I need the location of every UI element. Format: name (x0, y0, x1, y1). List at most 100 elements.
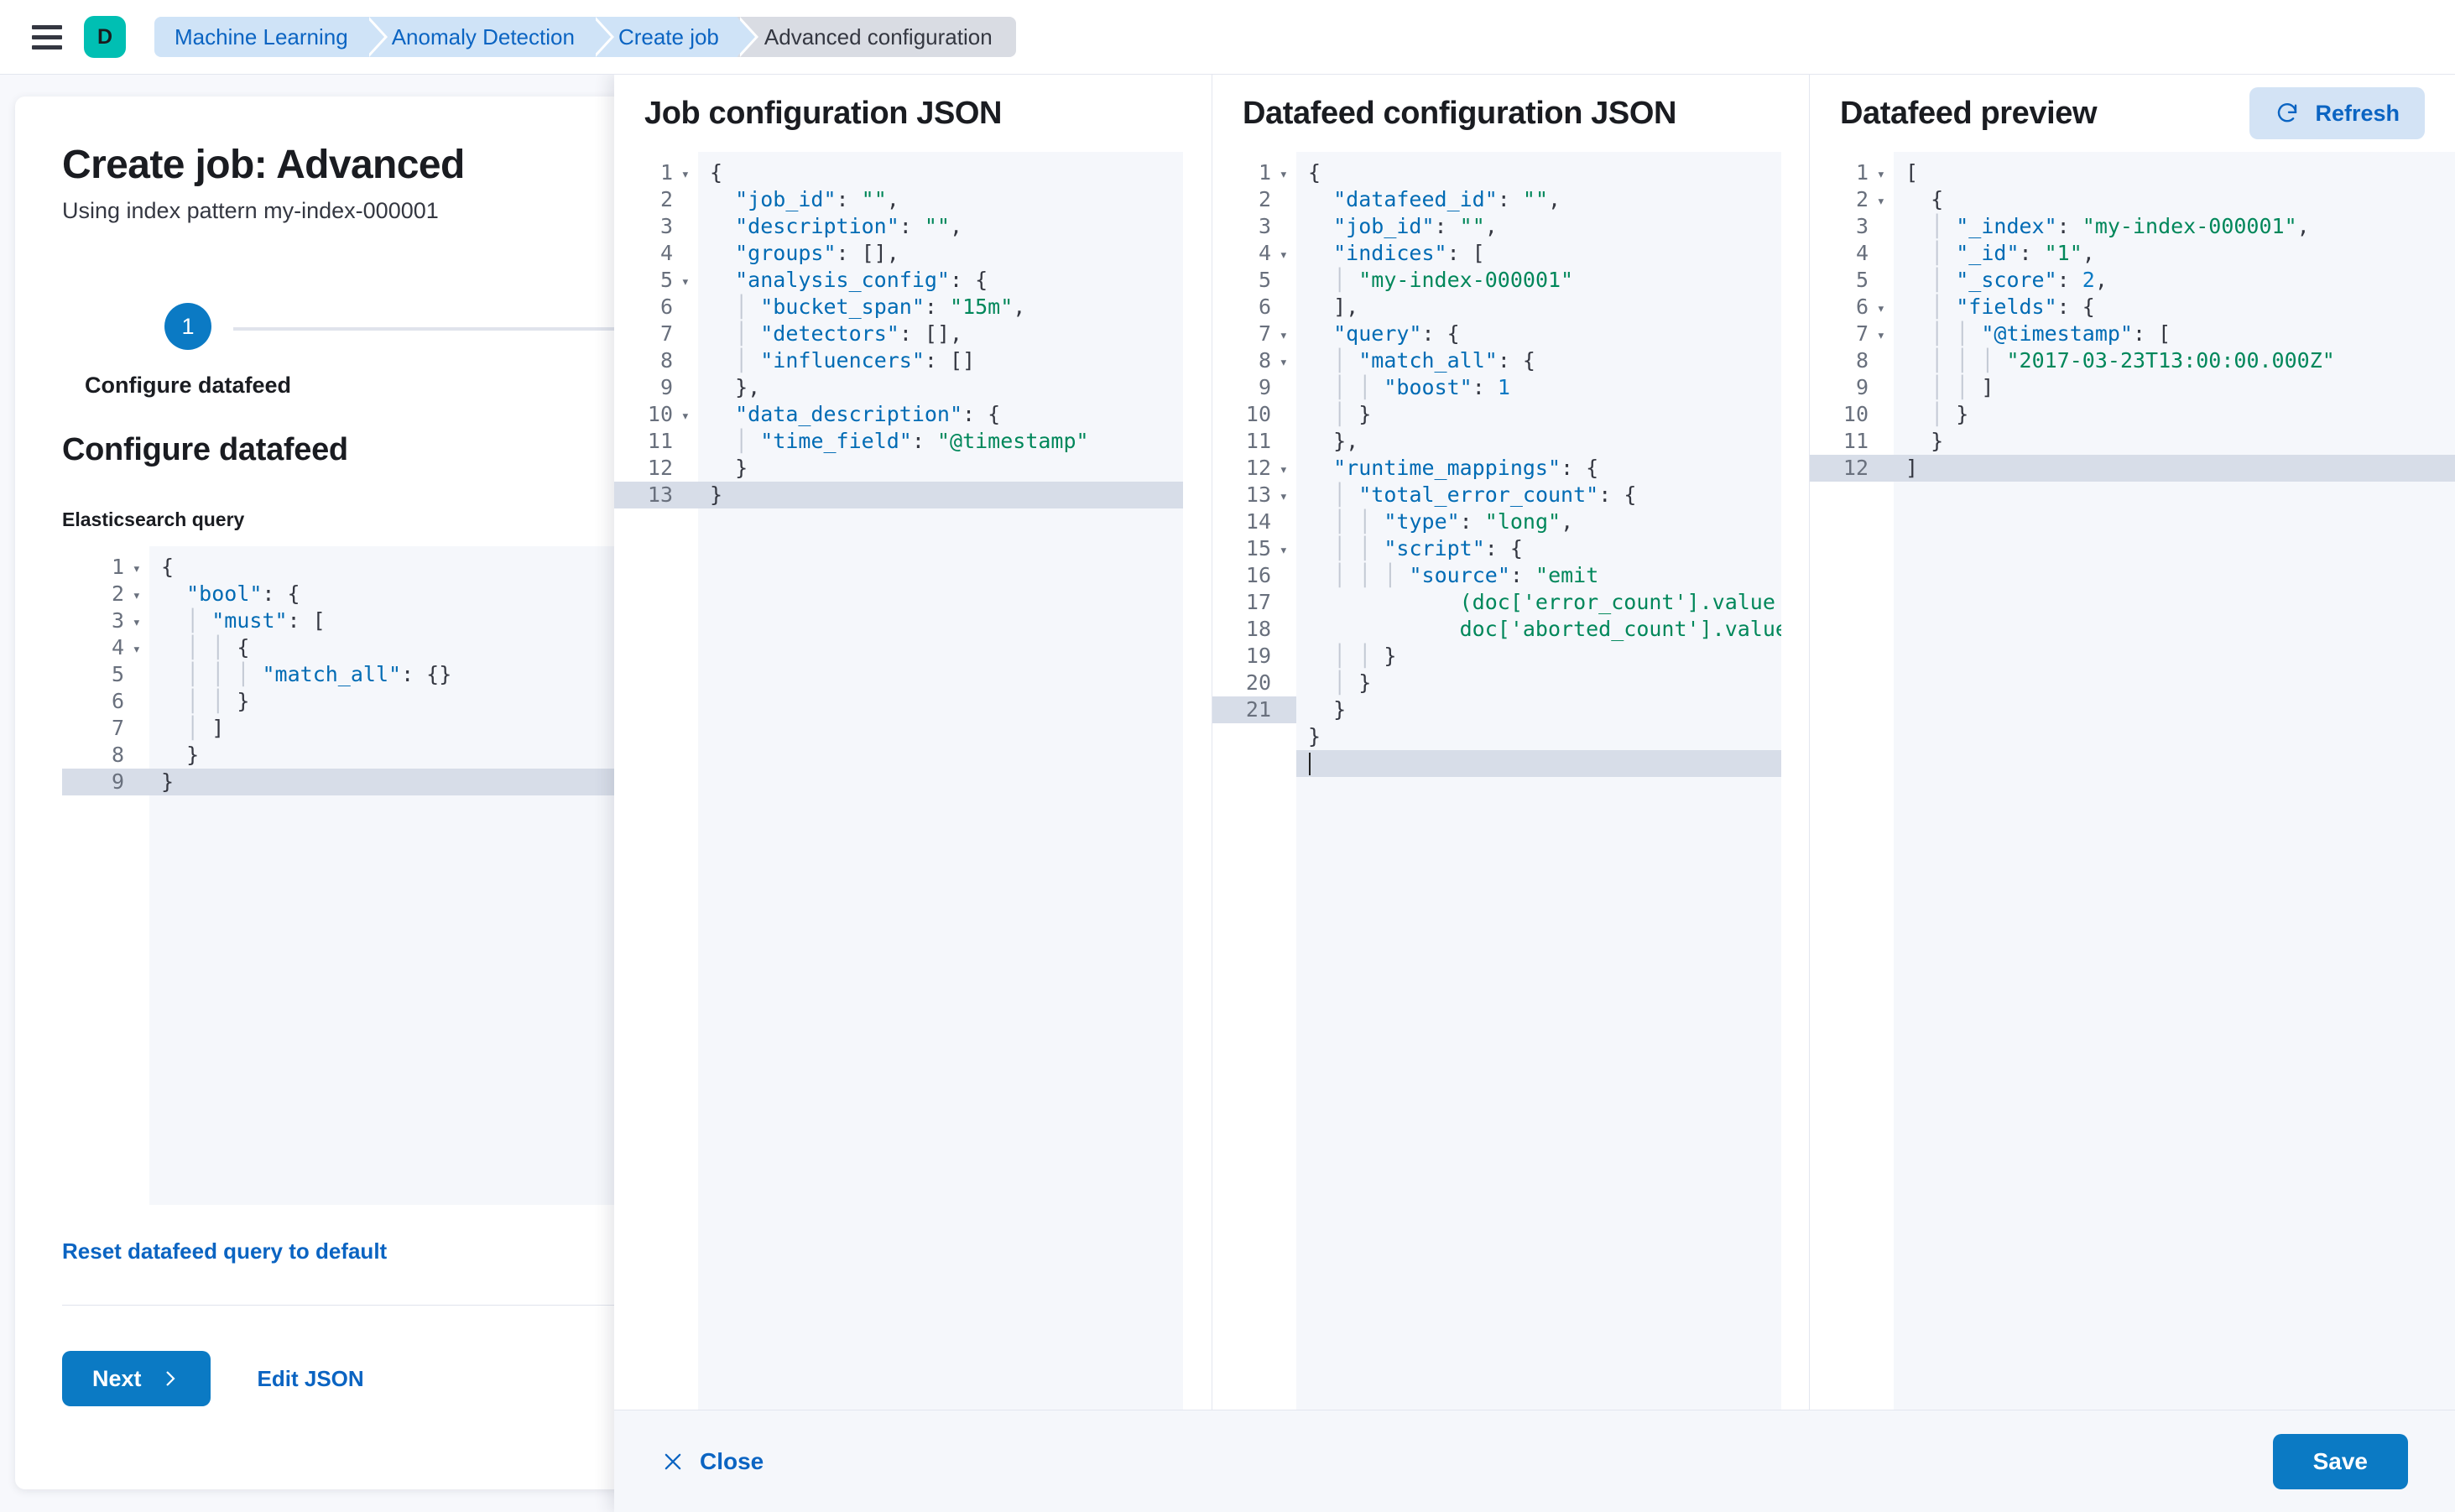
breadcrumb-item-anomaly-detection[interactable]: Anomaly Detection (366, 17, 615, 57)
editor-line: │ │ "boost": 1 (1333, 375, 1510, 399)
editor-code-area[interactable]: { "bool": { │ "must": [ │ │ { │ │ │ "mat… (149, 546, 633, 1205)
fold-arrow-icon[interactable]: ▾ (132, 560, 141, 577)
fold-arrow-icon[interactable]: ▾ (132, 641, 141, 658)
editor-line-number: 8 (111, 743, 124, 767)
reset-datafeed-query-link[interactable]: Reset datafeed query to default (62, 1238, 388, 1264)
fold-arrow-icon[interactable]: ▾ (1279, 247, 1288, 263)
editor-line-number: 1▾ (614, 159, 698, 186)
fold-arrow-icon[interactable]: ▾ (132, 587, 141, 604)
editor-line: "query": { (1333, 321, 1460, 346)
editor-line-number: 14 (1245, 509, 1271, 534)
refresh-icon (2275, 101, 2300, 126)
editor-line: │ │ } (186, 689, 250, 713)
fold-arrow-icon[interactable]: ▾ (1279, 461, 1288, 478)
fold-arrow-icon[interactable]: ▾ (1876, 166, 1885, 183)
fold-arrow-icon[interactable]: ▾ (680, 274, 690, 290)
editor-line: "description": "", (735, 214, 963, 238)
editor-line-number: 4▾ (62, 634, 149, 661)
editor-line: "data_description": { (735, 402, 1001, 426)
datafeed-preview-title: Datafeed preview (1840, 95, 2098, 131)
editor-line-number: 3▾ (62, 607, 149, 634)
editor-line-number: 12▾ (1212, 455, 1296, 482)
editor-line-number: 9 (1258, 375, 1271, 399)
fold-arrow-icon[interactable]: ▾ (1279, 354, 1288, 371)
fold-arrow-icon[interactable]: ▾ (132, 614, 141, 631)
editor-line-number: 1▾ (62, 554, 149, 581)
job-configuration-header: Job configuration JSON (614, 75, 1212, 152)
editor-line-number: 19 (1245, 644, 1271, 668)
editor-line-number: 4 (659, 241, 673, 265)
hamburger-icon[interactable] (29, 18, 65, 55)
editor-line: │ "_index": "my-index-000001", (1931, 214, 2310, 238)
editor-line-number: 11 (647, 429, 673, 453)
datafeed-configuration-header: Datafeed configuration JSON (1212, 75, 1809, 152)
close-button[interactable]: Close (661, 1448, 764, 1475)
editor-line-number: 11 (1245, 429, 1271, 453)
fold-arrow-icon[interactable]: ▾ (680, 408, 690, 425)
editor-line: │ "_score": 2, (1931, 268, 2108, 292)
editor-line-number: 4 (1855, 241, 1869, 265)
space-avatar[interactable]: D (84, 16, 126, 58)
chevron-right-icon (160, 1369, 180, 1389)
editor-line: │ } (1333, 402, 1372, 426)
editor-line: { (1308, 160, 1321, 185)
editor-line-number: 6 (659, 295, 673, 319)
editor-line-number: 10▾ (614, 401, 698, 428)
editor-line-number: 2▾ (1810, 186, 1894, 213)
fold-arrow-icon[interactable]: ▾ (1876, 300, 1885, 317)
editor-line: "job_id": "", (1333, 214, 1498, 238)
fold-arrow-icon[interactable]: ▾ (1279, 488, 1288, 505)
editor-line: "runtime_mappings": { (1333, 456, 1599, 480)
editor-line-number: 1▾ (1810, 159, 1894, 186)
editor-line: │ "time_field": "@timestamp" (735, 429, 1089, 453)
editor-line: } (1308, 697, 1347, 722)
editor-code-area[interactable]: { "datafeed_id": "", "job_id": "", "indi… (1296, 152, 1781, 1410)
editor-line-number: 9 (1855, 375, 1869, 399)
editor-line: │ "detectors": [], (735, 321, 963, 346)
fold-arrow-icon[interactable]: ▾ (1876, 327, 1885, 344)
refresh-button[interactable]: Refresh (2249, 87, 2425, 139)
editor-line: { (161, 555, 175, 579)
breadcrumb-item-create-job[interactable]: Create job (592, 17, 758, 57)
editor-line: ], (1308, 295, 1359, 319)
editor-line (1296, 750, 1781, 777)
editor-line: │ │ { (186, 635, 250, 660)
editor-line-number: 6 (111, 689, 124, 713)
editor-line: │ "match_all": { (1333, 348, 1535, 373)
fold-arrow-icon[interactable]: ▾ (1279, 166, 1288, 183)
editor-line-number: 17 (1245, 590, 1271, 614)
fold-arrow-icon[interactable]: ▾ (1279, 327, 1288, 344)
next-button[interactable]: Next (62, 1351, 211, 1406)
editor-line-number: 1▾ (1212, 159, 1296, 186)
editor-line: │ "influencers": [] (735, 348, 976, 373)
editor-line: } (1905, 429, 1944, 453)
editor-line: │ } (1931, 402, 1969, 426)
page-title: Create job: Advanced (62, 143, 465, 187)
fold-arrow-icon[interactable]: ▾ (1279, 542, 1288, 559)
editor-code-area[interactable]: { "job_id": "", "description": "", "grou… (698, 152, 1183, 1410)
hamburger-bar (32, 24, 62, 29)
editor-line-number: 3 (1258, 214, 1271, 238)
edit-json-link[interactable]: Edit JSON (257, 1365, 364, 1391)
editor-code-area[interactable]: [ { │ "_index": "my-index-000001", │ "_i… (1894, 152, 2455, 1410)
editor-line-number: 11 (1843, 429, 1869, 453)
fold-arrow-icon[interactable]: ▾ (1876, 193, 1885, 210)
editor-line-number: 12 (1810, 455, 1894, 482)
wizard-step-configure-datafeed[interactable]: 1 Configure datafeed (62, 303, 314, 399)
save-button[interactable]: Save (2272, 1433, 2408, 1489)
fold-arrow-icon[interactable]: ▾ (680, 166, 690, 183)
refresh-button-label: Refresh (2315, 100, 2400, 126)
breadcrumb-item-machine-learning[interactable]: Machine Learning (154, 17, 388, 57)
editor-line: │ │ "script": { (1333, 536, 1523, 560)
editor-line: │ "must": [ (186, 608, 326, 633)
editor-line-number: 6 (1258, 295, 1271, 319)
